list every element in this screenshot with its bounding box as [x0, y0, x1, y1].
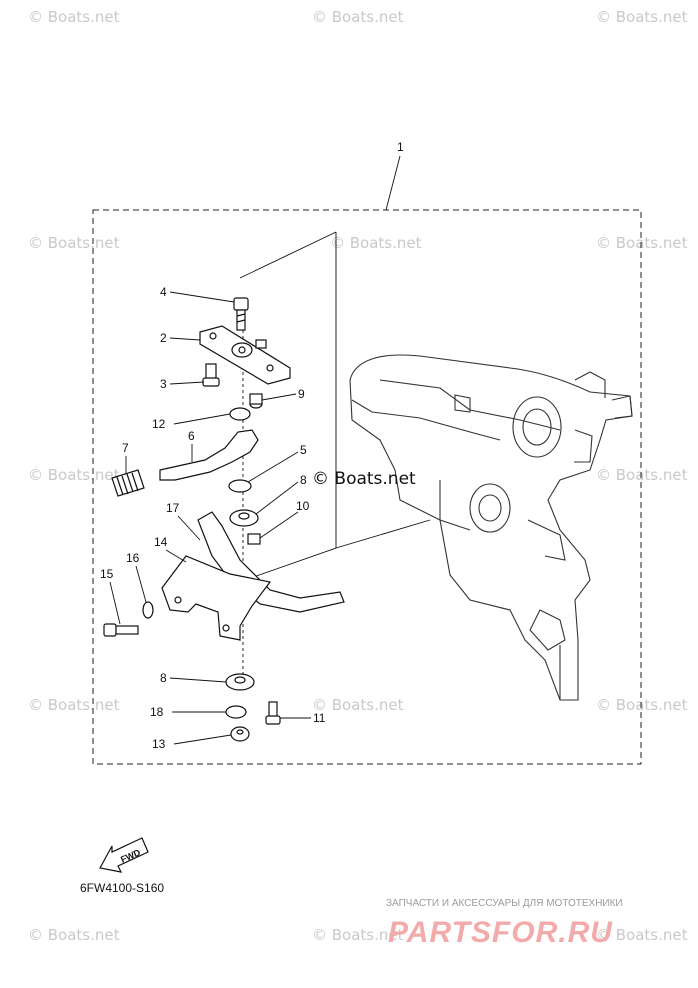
- watermark: © Boats.net: [312, 696, 404, 714]
- part-7-spring: [111, 469, 145, 497]
- callout-6: 6: [188, 429, 195, 443]
- part-8-bushing-lower: [225, 673, 255, 691]
- logo-subtitle: ЗАПЧАСТИ И АКСЕССУАРЫ ДЛЯ МОТОТЕХНИКИ: [386, 898, 623, 909]
- callout-8-upper: 8: [300, 473, 307, 487]
- watermark: © Boats.net: [28, 696, 120, 714]
- part-12-washer: [229, 407, 251, 421]
- part-10-collar: [247, 533, 261, 545]
- callout-8-lower: 8: [160, 671, 167, 685]
- callout-14: 14: [154, 535, 168, 549]
- watermark: © Boats.net: [312, 926, 404, 944]
- callout-3: 3: [160, 377, 167, 391]
- watermark-center: © Boats.net: [312, 469, 416, 489]
- fwd-arrow-icon: FWD: [99, 837, 149, 873]
- callout-16: 16: [126, 551, 140, 565]
- callout-15: 15: [100, 567, 114, 581]
- steering-bracket-ghost: [349, 354, 633, 701]
- part-15-bolt: [103, 623, 139, 637]
- part-11-bolt: [265, 701, 281, 725]
- watermark: © Boats.net: [312, 8, 404, 26]
- callout-1-leader: [385, 155, 401, 211]
- watermarks: © Boats.net © Boats.net © Boats.net © Bo…: [28, 8, 688, 944]
- callout-18: 18: [150, 705, 164, 719]
- callout-2: 2: [160, 331, 167, 345]
- callout-9: 9: [298, 387, 305, 401]
- part-16-washer: [142, 601, 154, 619]
- mounting-plane: [239, 231, 431, 690]
- callout-4: 4: [160, 285, 167, 299]
- watermark: © Boats.net: [28, 234, 120, 252]
- watermark: © Boats.net: [596, 696, 688, 714]
- diagram-code: 6FW4100-S160: [80, 881, 164, 895]
- watermark: © Boats.net: [596, 234, 688, 252]
- partsfor-logo: ЗАПЧАСТИ И АКСЕССУАРЫ ДЛЯ МОТОТЕХНИКИ PA…: [386, 898, 623, 949]
- part-5-washer: [228, 479, 252, 493]
- watermark: © Boats.net: [596, 926, 688, 944]
- callout-1: 1: [397, 140, 404, 154]
- assembly-frame: [92, 209, 642, 765]
- part-2-plate: [199, 325, 291, 385]
- callout-12: 12: [152, 417, 166, 431]
- part-14-bracket: [161, 555, 272, 641]
- callout-11: 11: [313, 711, 326, 725]
- callout-7: 7: [122, 441, 129, 455]
- watermark: © Boats.net: [596, 8, 688, 26]
- part-3-bolt: [202, 363, 220, 387]
- callouts: 2 3 4 5 6 7 8 8 9 10 11 12 13 14 15 16 1…: [100, 285, 326, 751]
- part-9-collar: [249, 393, 263, 409]
- part-6-lever: [159, 429, 259, 481]
- logo-name: PARTSFOR.RU: [388, 916, 613, 949]
- watermark: © Boats.net: [330, 234, 422, 252]
- callout-17: 17: [166, 501, 180, 515]
- callout-13: 13: [152, 737, 166, 751]
- callout-10: 10: [296, 499, 310, 513]
- watermark: © Boats.net: [28, 466, 120, 484]
- watermark: © Boats.net: [596, 466, 688, 484]
- part-13-nut: [230, 726, 250, 742]
- part-8-bushing-upper: [229, 509, 259, 527]
- watermark: © Boats.net: [28, 8, 120, 26]
- part-18-washer: [225, 705, 247, 719]
- callout-5: 5: [300, 443, 307, 457]
- watermark: © Boats.net: [28, 926, 120, 944]
- part-4-screw: [233, 297, 249, 331]
